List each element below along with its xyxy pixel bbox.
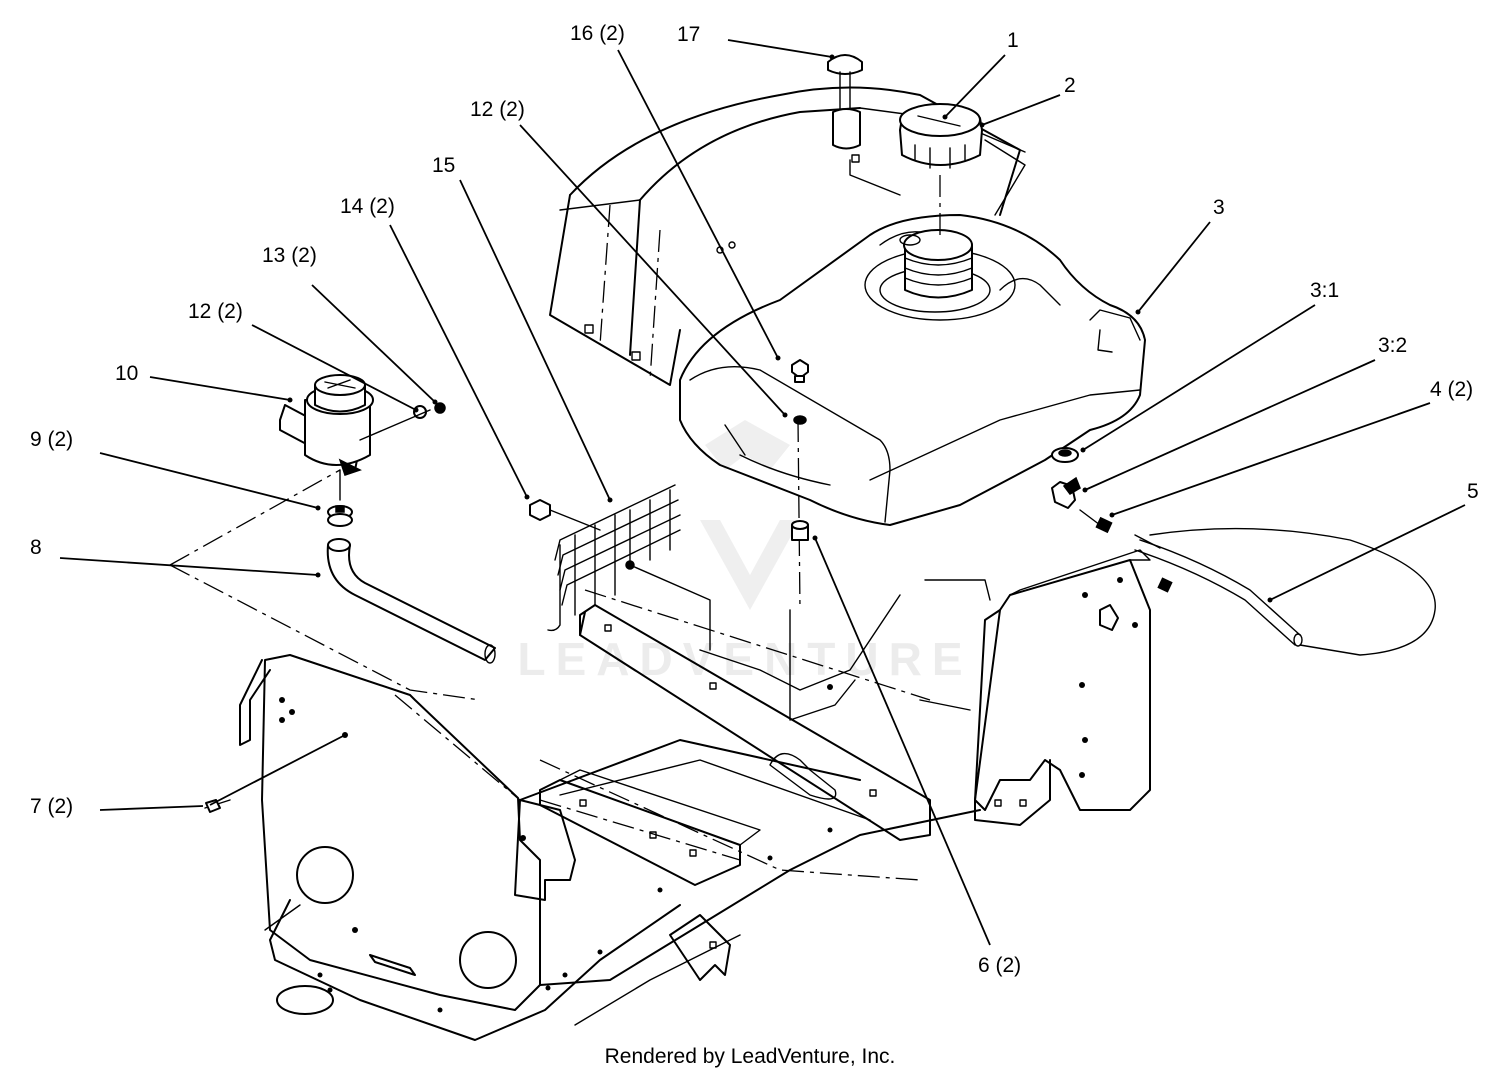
callout-2: 2 [1064,74,1076,97]
callout-8: 8 [30,536,42,559]
callout-6: 6 (2) [978,954,1021,977]
callout-5: 5 [1467,480,1479,503]
hose-part-8 [326,538,496,664]
leader-lines [59,39,1466,946]
watermark: LEADVENTURE [517,420,963,685]
callout-13: 13 (2) [262,244,317,267]
tank-hardware-part-6-12-16 [791,359,809,541]
side-support-panel [919,549,1151,826]
fuel-cap-part-1-2 [899,103,1026,240]
fuel-line-part-5 [1134,527,1436,656]
bolt-part-14 [529,499,601,531]
callout-10: 10 [115,362,138,385]
callout-labels: 1 2 3 3:1 3:2 4 (2) 5 6 (2) 7 (2) 8 9 (2… [30,22,1479,977]
reservoir-part-10 [279,374,374,501]
frame-front-panel [204,654,576,1011]
frame-tab [669,914,731,981]
footer-credit: Rendered by LeadVenture, Inc. [605,1045,896,1068]
hood-dash-panel [549,86,1026,386]
fuel-fittings-part-3-4 [1051,447,1173,631]
callout-17: 17 [677,23,700,46]
fuel-gauge-part-17 [827,54,901,196]
callout-15: 15 [432,154,455,177]
callout-1: 1 [1007,29,1019,52]
grille-part-15 [547,484,711,651]
callout-3-1: 3:1 [1310,279,1339,302]
frame-rails [264,739,981,1041]
callout-12-upper: 12 (2) [470,98,525,121]
fuel-tank [679,214,1146,611]
callout-12-lower: 12 (2) [188,300,243,323]
assembly-guide-lines [169,469,931,881]
dash-support-bracket [579,594,931,841]
callout-4: 4 (2) [1430,378,1473,401]
clamp-part-9 [327,505,353,527]
callout-3-2: 3:2 [1378,334,1407,357]
callout-14: 14 (2) [340,195,395,218]
callout-7: 7 (2) [30,795,73,818]
nut-washer-part-12-13 [359,402,446,441]
callout-9: 9 (2) [30,428,73,451]
cross-brace-plate [539,769,761,886]
callout-3: 3 [1213,196,1225,219]
callout-16: 16 (2) [570,22,625,45]
